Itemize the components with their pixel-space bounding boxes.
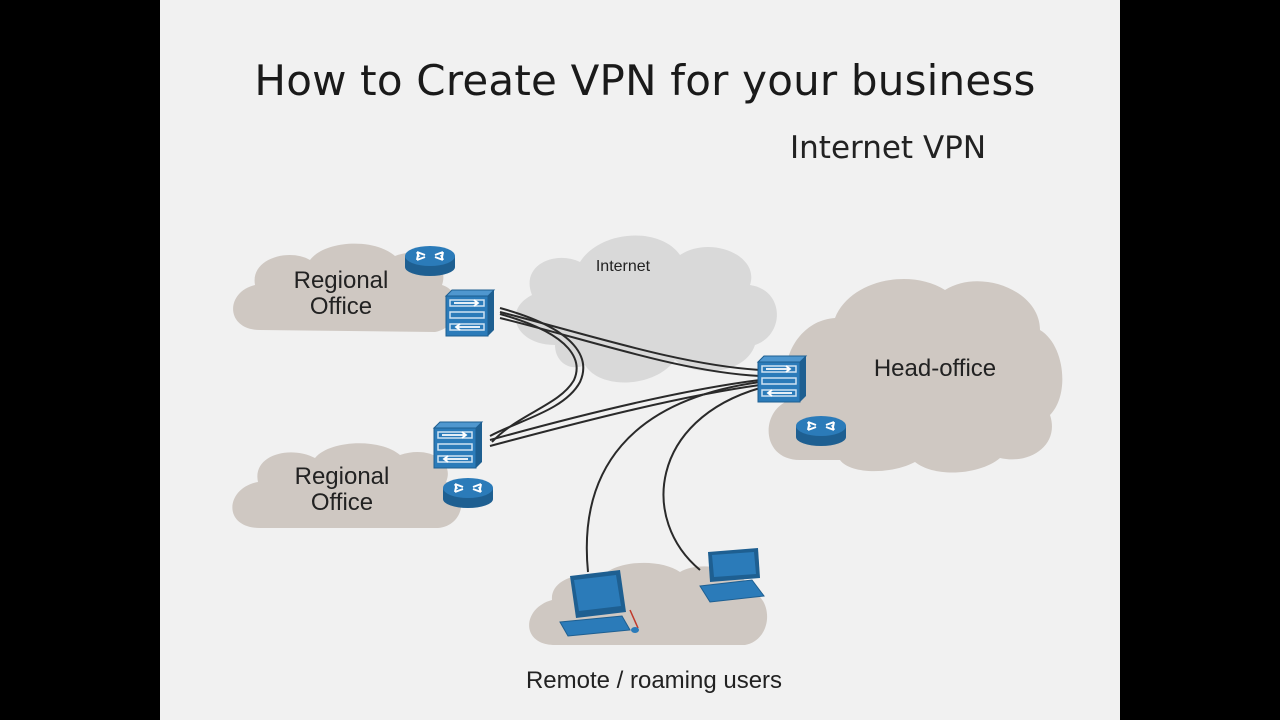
router-icon — [442, 477, 494, 509]
regional-office-top-label-line1: Regional — [294, 267, 389, 294]
laptop-icon — [699, 548, 765, 603]
vpn-tunnels — [489, 307, 761, 573]
router-icon — [404, 245, 456, 277]
head-office-label: Head-office — [874, 355, 996, 382]
slide: How to Create VPN for your business Inte… — [160, 0, 1120, 720]
slide-title: How to Create VPN for your business — [254, 56, 1036, 105]
router-icon — [795, 415, 847, 447]
remote-users-label: Remote / roaming users — [526, 667, 782, 694]
desktop-computer-icon — [559, 570, 639, 637]
network-diagram: Regional Office Regional Office Internet… — [232, 235, 1063, 694]
regional-office-bottom-cloud — [232, 443, 462, 528]
slide-subtitle: Internet VPN — [790, 130, 987, 166]
regional-office-bottom-label-line2: Office — [311, 489, 373, 516]
firewall-icon — [757, 355, 807, 403]
regional-office-top-cloud — [233, 243, 457, 332]
internet-label: Internet — [596, 258, 651, 275]
firewall-icon — [433, 421, 483, 469]
internet-cloud — [515, 235, 777, 383]
regional-office-bottom-label-line1: Regional — [295, 463, 390, 490]
regional-office-top-label-line2: Office — [310, 293, 372, 320]
firewall-icon — [445, 289, 495, 337]
